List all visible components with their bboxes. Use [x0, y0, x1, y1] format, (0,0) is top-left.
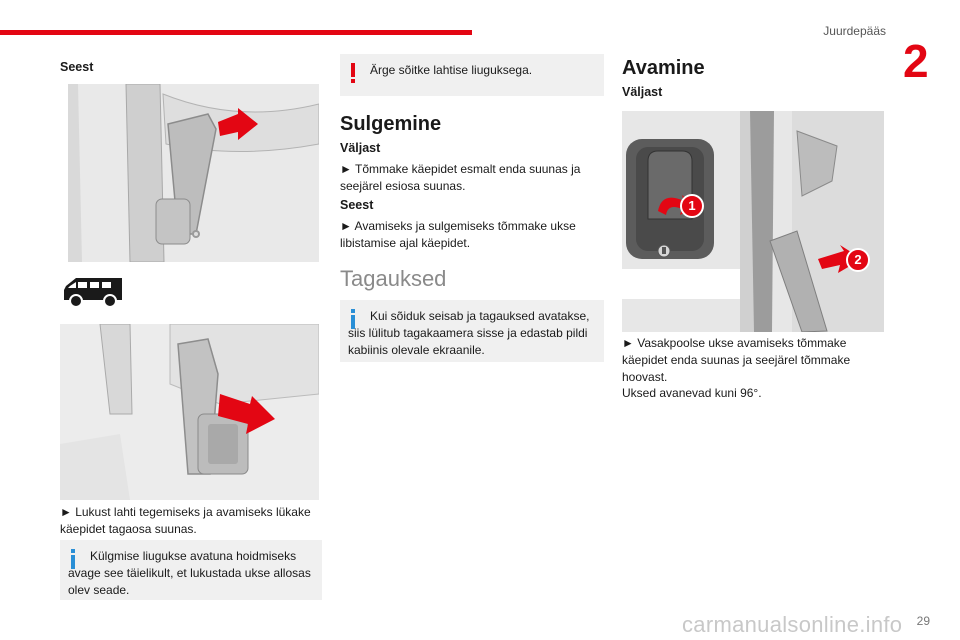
subtitle-outside: Väljast	[340, 141, 381, 155]
info-note: Külgmise liugukse avatuna hoidmiseks ava…	[60, 540, 322, 600]
subtitle-outside: Väljast	[622, 85, 663, 99]
opening-step-text: ► Vasakpoolse ukse avamiseks tõmmake käe…	[622, 336, 851, 384]
closing-inside-text: ► Avamiseks ja sulgemiseks tõmmake ukse …	[340, 219, 576, 250]
van-icon	[60, 274, 126, 310]
heading-closing: Sulgemine	[340, 113, 442, 135]
illustration-slide-door-latch	[60, 324, 319, 500]
warning-icon	[351, 63, 355, 83]
heading-rear-doors: Tagauksed	[340, 266, 447, 291]
subtitle-inside: Seest	[340, 198, 374, 212]
callout-2: 2	[854, 252, 861, 267]
subtitle-inside: Seest	[60, 60, 94, 74]
illustration-slide-door-inside-handle	[68, 84, 319, 262]
page-number: 29	[916, 614, 930, 628]
callout-1: 1	[688, 198, 695, 213]
closing-outside-text: ► Tõmmake käepidet esmalt enda suunas ja…	[340, 162, 581, 193]
info-note: Kui sõiduk seisab ja tagauksed avatakse,…	[340, 300, 604, 362]
illustration-rear-door-handle: 1 2	[622, 111, 884, 332]
section-title: Juurdepääs	[823, 24, 886, 38]
step-text-unlock: ► Lukust lahti tegemiseks ja avamiseks l…	[60, 505, 311, 536]
chapter-number: 2	[903, 35, 929, 87]
info-icon	[351, 309, 355, 329]
chapter-color-bar	[0, 30, 472, 35]
warning-note-text: Ärge sõitke lahtise liuguksega.	[370, 63, 533, 77]
heading-opening: Avamine	[622, 57, 705, 79]
info-note-text: Külgmise liugukse avatuna hoidmiseks ava…	[68, 549, 311, 597]
info-note-text: Kui sõiduk seisab ja tagauksed avatakse,…	[348, 309, 590, 357]
info-icon	[71, 549, 75, 569]
watermark: carmanualsonline.info	[682, 612, 903, 637]
doors-angle-text: Uksed avanevad kuni 96°.	[622, 386, 762, 400]
warning-note: Ärge sõitke lahtise liuguksega.	[340, 54, 604, 96]
